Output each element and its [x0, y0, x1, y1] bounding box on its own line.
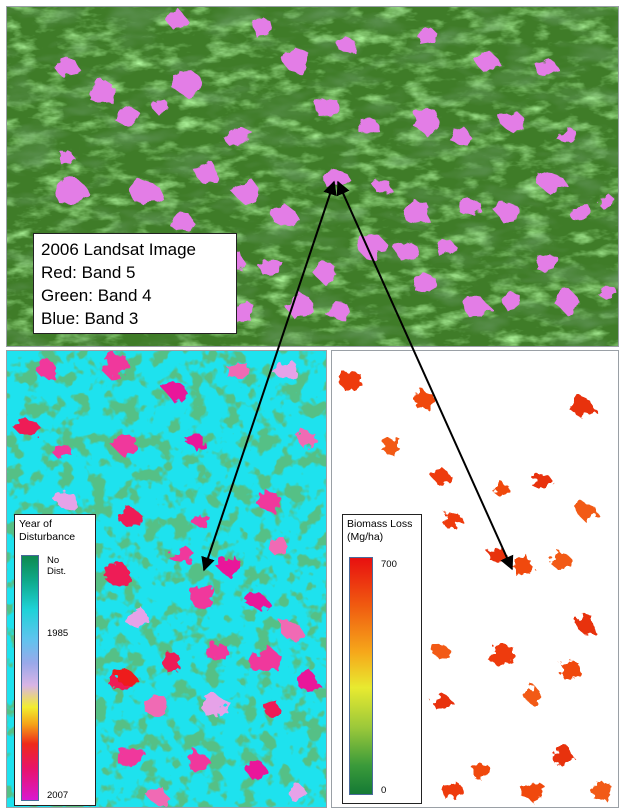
clearcut-patch [169, 211, 196, 232]
disturbance-patch [117, 748, 144, 768]
clearcut-patch [151, 98, 171, 115]
biomass-loss-patch [551, 746, 575, 767]
disturbance-patch [185, 433, 206, 451]
disturbance-patch [54, 492, 78, 513]
biomass-loss-patch [431, 644, 454, 659]
biomass-loss-patch [550, 551, 573, 570]
disturbance-patch [244, 593, 270, 611]
disturbance-patch [297, 671, 320, 691]
disturbance-patch [110, 434, 138, 458]
biomass-loss-patch [441, 781, 463, 800]
clearcut-patch [570, 204, 592, 220]
biomass-loss-patch [560, 660, 581, 680]
disturbance-patch [168, 545, 192, 564]
disturbance-patch [280, 621, 304, 642]
disturbance-patch [143, 785, 170, 805]
biomass-color-ramp [349, 557, 373, 795]
clearcut-patch [335, 37, 355, 54]
disturbance-patch [249, 646, 282, 672]
legend-bio-title-2: (Mg/ha) [347, 531, 384, 543]
biomass-loss-patch [532, 474, 554, 490]
legend-bio-title-1: Biomass Loss [347, 518, 413, 530]
landsat-image [7, 7, 618, 346]
year-of-disturbance-legend: Year of Disturbance No Dist. 1985 2007 [14, 514, 96, 806]
disturbance-patch [288, 782, 308, 802]
label-title: 2006 Landsat Image [41, 240, 197, 259]
biomass-loss-legend: Biomass Loss (Mg/ha) 700 0 [342, 514, 422, 804]
clearcut-patch [536, 171, 568, 195]
biomass-loss-patch [574, 614, 596, 636]
biomass-loss-patch [574, 500, 598, 522]
biomass-loss-patch [523, 686, 541, 704]
biomass-loss-patch [472, 763, 491, 779]
label-green-band: Green: Band 4 [41, 286, 152, 305]
landsat-image-panel: 2006 Landsat Image Red: Band 5 Green: Ba… [6, 6, 619, 347]
disturbance-patch [187, 751, 213, 771]
clearcut-patch [129, 178, 165, 204]
clearcut-patch [193, 160, 218, 184]
clearcut-patch [166, 8, 189, 30]
clearcut-patch [536, 58, 559, 76]
legend-year-title-1: Year of [19, 518, 52, 530]
clearcut-patch [281, 47, 308, 75]
disturbance-patch [119, 507, 146, 527]
disturbance-patch [162, 379, 188, 403]
disturbance-patch [103, 562, 131, 587]
disturbance-patch [189, 585, 213, 608]
label-red-band: Red: Band 5 [41, 263, 136, 282]
clearcut-patch [449, 125, 472, 147]
clearcut-patch [473, 52, 502, 72]
year-color-ramp [21, 555, 39, 801]
biomass-loss-patch [592, 783, 612, 801]
clearcut-patch [535, 253, 559, 272]
disturbance-patch [124, 607, 149, 627]
disturbance-patch [36, 358, 56, 380]
disturbance-patch [100, 353, 130, 381]
legend-tick-no-dist: No Dist. [47, 555, 66, 577]
clearcut-patch [598, 193, 614, 210]
disturbance-patch [243, 760, 267, 781]
disturbance-patch [206, 641, 230, 660]
disturbance-patch [12, 418, 40, 436]
clearcut-patch [115, 105, 141, 126]
biomass-loss-patch [570, 396, 596, 417]
clearcut-patch [557, 127, 576, 143]
clearcut-patch [253, 17, 272, 38]
disturbance-patch [53, 443, 71, 460]
legend-tick-700: 700 [381, 559, 397, 570]
legend-tick-2007: 2007 [47, 790, 69, 801]
clearcut-patch [315, 97, 340, 116]
clearcut-patch [497, 110, 525, 134]
clearcut-patch [223, 126, 253, 147]
clearcut-patch [552, 289, 582, 316]
clearcut-patch [56, 177, 91, 205]
legend-year-title-2: Disturbance [19, 531, 76, 543]
disturbance-patch [163, 651, 182, 671]
clearcut-patch [598, 285, 617, 300]
clearcut-patch [171, 69, 201, 98]
legend-tick-1985: 1985 [47, 628, 69, 639]
disturbance-patch [201, 692, 230, 718]
clearcut-patch [412, 108, 439, 136]
legend-tick-0: 0 [381, 785, 387, 796]
clearcut-patch [417, 27, 438, 45]
biomass-loss-patch [520, 781, 545, 802]
clearcut-patch [89, 78, 114, 104]
biomass-loss-patch [432, 691, 452, 711]
disturbance-patch [114, 668, 139, 687]
landsat-image-label: 2006 Landsat Image Red: Band 5 Green: Ba… [33, 233, 237, 334]
clearcut-patch [59, 147, 75, 165]
clearcut-patch [357, 118, 380, 134]
biomass-loss-patch [488, 642, 515, 666]
disturbance-patch [143, 695, 169, 717]
label-blue-band: Blue: Band 3 [41, 309, 139, 328]
clearcut-patch [52, 58, 82, 77]
biomass-loss-patch [513, 555, 535, 577]
disturbance-patch [263, 701, 282, 718]
